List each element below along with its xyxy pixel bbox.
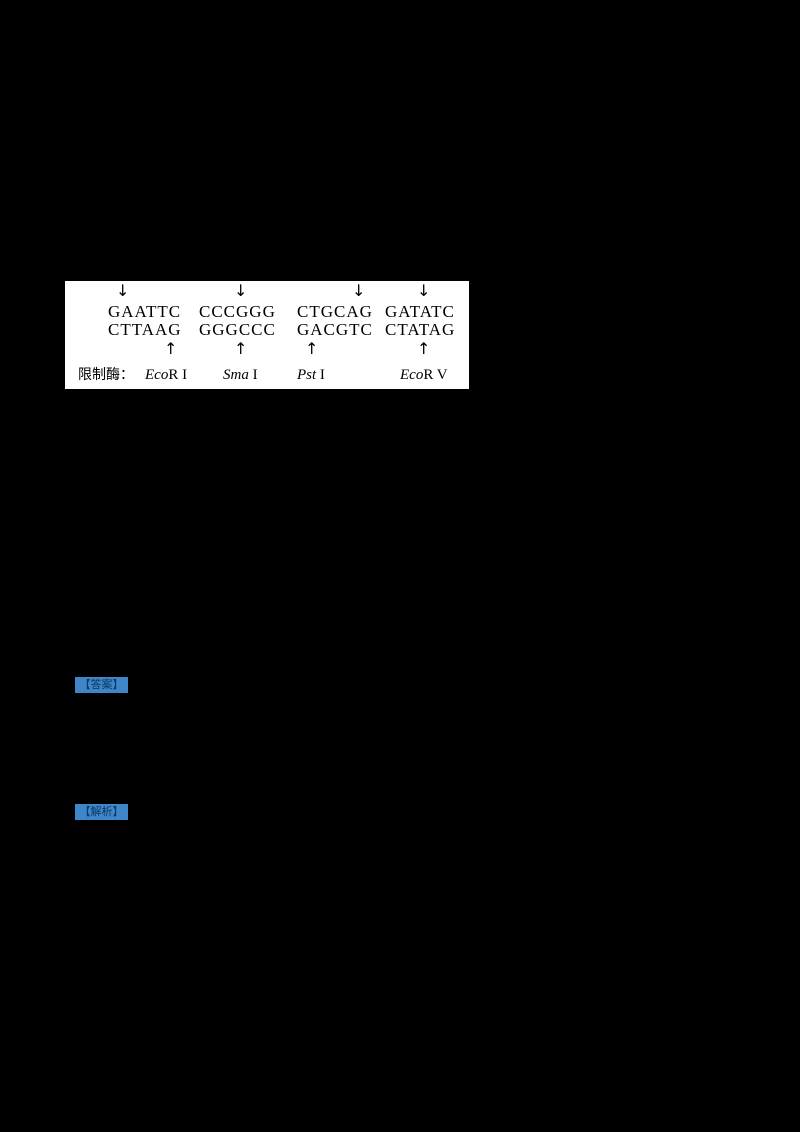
restriction-enzyme-figure: ↓ ↓ ↓ ↓ GAATTC CCCGGG CTGCAG GATATC CTTA… xyxy=(65,281,469,389)
enzyme-name-rest: I xyxy=(248,367,258,383)
enzyme-name-rest: I xyxy=(316,367,325,383)
enzyme-name-italic: Eco xyxy=(400,367,424,383)
cut-arrow-up-icon: ↑ xyxy=(305,339,319,358)
dna-bottom-strand-site4: CTATAG xyxy=(385,320,456,339)
cut-arrow-down-icon: ↓ xyxy=(352,281,366,300)
enzyme-name-rest: R I xyxy=(168,367,188,383)
cut-arrow-up-icon: ↑ xyxy=(234,339,248,358)
enzyme-name-ecori: EcoR I xyxy=(145,367,187,383)
enzyme-name-rest: R V xyxy=(423,367,448,383)
dna-bottom-strand-site3: GACGTC xyxy=(297,320,373,339)
dna-top-strand-site2: CCCGGG xyxy=(199,302,276,321)
dna-top-strand-site3: CTGCAG xyxy=(297,302,373,321)
cut-arrow-up-icon: ↑ xyxy=(417,339,431,358)
dna-bottom-strand-site1: CTTAAG xyxy=(108,320,182,339)
enzyme-name-italic: Eco xyxy=(145,367,169,383)
enzyme-row-label: 限制酶： xyxy=(78,368,134,383)
cut-arrow-up-icon: ↑ xyxy=(164,339,178,358)
cut-arrow-down-icon: ↓ xyxy=(116,281,130,300)
cut-arrow-down-icon: ↓ xyxy=(234,281,248,300)
answer-badge[interactable]: 【答案】 xyxy=(75,677,128,693)
dna-top-strand-site1: GAATTC xyxy=(108,302,182,321)
dna-bottom-strand-site2: GGGCCC xyxy=(199,320,276,339)
dna-top-strand-site4: GATATC xyxy=(385,302,455,321)
enzyme-name-italic: Pst xyxy=(297,367,317,383)
enzyme-name-ecorv: EcoR V xyxy=(400,367,448,383)
enzyme-name-smai: Sma I xyxy=(223,367,258,383)
enzyme-name-italic: Sma xyxy=(223,367,249,383)
explanation-badge[interactable]: 【解析】 xyxy=(75,804,128,820)
enzyme-name-psti: Pst I xyxy=(297,367,325,383)
cut-arrow-down-icon: ↓ xyxy=(417,281,431,300)
